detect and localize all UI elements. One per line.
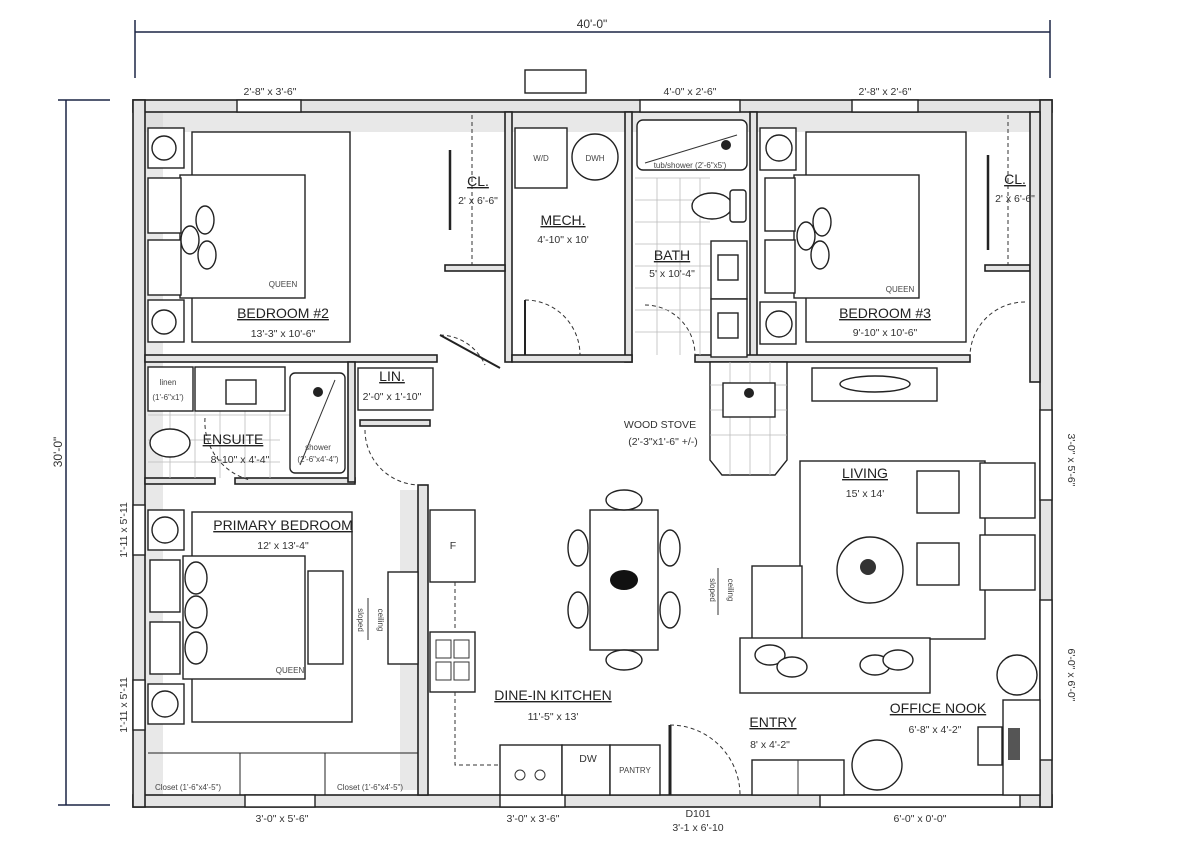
kitchen-fixtures bbox=[429, 489, 681, 796]
windows bbox=[132, 99, 1053, 808]
chimney bbox=[524, 69, 587, 94]
entry-name: ENTRY bbox=[749, 714, 797, 730]
living-size: 15' x 14' bbox=[846, 488, 884, 500]
bedroom2-bed-label: QUEEN bbox=[269, 280, 298, 289]
bedroom2-furniture bbox=[147, 127, 351, 343]
closet2-name: CL. bbox=[467, 173, 489, 189]
entry-office-furniture bbox=[751, 654, 1041, 796]
office-size: 6'-8" x 4'-2" bbox=[909, 724, 962, 736]
ensuite-size: 8'-10" x 4'-4" bbox=[211, 454, 270, 466]
window-label-left-lower: 1'-11 x 5'-11 bbox=[118, 677, 130, 733]
ensuite-linen-label: linen bbox=[160, 378, 177, 387]
linen-size: 2'-0" x 1'-10" bbox=[363, 391, 422, 403]
bath-fixtures bbox=[635, 119, 748, 358]
bedroom2-size: 13'-3" x 10'-6" bbox=[251, 328, 316, 340]
door-tag: D101 bbox=[685, 808, 710, 820]
svg-text:ceiling: ceiling bbox=[376, 609, 385, 632]
sloped-ceiling-note-1: sloped ceiling bbox=[356, 598, 385, 640]
window-label-left-upper: 1'-11 x 5'-11 bbox=[118, 502, 130, 558]
window-label-top-bath: 4'-0" x 2'-6" bbox=[664, 86, 717, 98]
dishwasher-label: DW bbox=[579, 753, 597, 765]
bedroom2-name: BEDROOM #2 bbox=[237, 305, 329, 321]
washer-dryer-label: W/D bbox=[533, 154, 549, 163]
bedroom3-bed-label: QUEEN bbox=[886, 285, 915, 294]
svg-text:sloped: sloped bbox=[708, 578, 717, 602]
primary-closet-2: Closet (1'-6"x4'-5") bbox=[337, 783, 403, 792]
primary-closet-1: Closet (1'-6"x4'-5") bbox=[155, 783, 221, 792]
svg-text:sloped: sloped bbox=[356, 608, 365, 632]
primary-bedroom-furniture bbox=[147, 509, 419, 795]
svg-text:ceiling: ceiling bbox=[726, 579, 735, 602]
front-door[interactable] bbox=[668, 724, 741, 796]
kitchen-name: DINE-IN KITCHEN bbox=[494, 687, 611, 703]
living-furniture bbox=[739, 460, 1036, 694]
window-label-bottom-primary: 3'-0" x 5'-6" bbox=[256, 813, 309, 825]
mech-size: 4'-10" x 10' bbox=[537, 234, 589, 246]
shower-size: (2'-6"x4'-4") bbox=[297, 455, 339, 464]
ensuite-fixtures bbox=[147, 366, 346, 478]
primary-name: PRIMARY BEDROOM bbox=[213, 517, 353, 533]
interior-walls bbox=[144, 111, 1041, 796]
wood-stove-size: (2'-3"x1'-6" +/-) bbox=[628, 436, 698, 448]
pantry-label: PANTRY bbox=[619, 766, 651, 775]
wood-stove-name: WOOD STOVE bbox=[624, 419, 696, 431]
shower-label: shower bbox=[305, 443, 331, 452]
overall-width-label: 40'-0" bbox=[577, 17, 608, 31]
tub-label: tub/shower (2'-6"x5') bbox=[654, 161, 727, 170]
closet3-size: 2' x 6'-6" bbox=[995, 193, 1035, 205]
overall-width-dimension: 40'-0" bbox=[134, 17, 1051, 78]
primary-size: 12' x 13'-4" bbox=[257, 540, 309, 552]
window-label-bottom-office: 6'-0" x 0'-0" bbox=[894, 813, 947, 825]
bedroom3-name: BEDROOM #3 bbox=[839, 305, 931, 321]
window-label-bottom-kitchen: 3'-0" x 3'-6" bbox=[507, 813, 560, 825]
linen-name: LIN. bbox=[379, 368, 405, 384]
bedroom3-size: 9'-10" x 10'-6" bbox=[853, 327, 918, 339]
closet3-name: CL. bbox=[1004, 171, 1026, 187]
sloped-ceiling-note-2: sloped ceiling bbox=[708, 568, 735, 615]
primary-bed-label: QUEEN bbox=[276, 666, 305, 675]
mech-name: MECH. bbox=[540, 212, 585, 228]
ensuite-linen-size: (1'-6"x1') bbox=[152, 393, 184, 402]
living-name: LIVING bbox=[842, 465, 888, 481]
door-size: 3'-1 x 6'-10 bbox=[672, 822, 723, 834]
water-heater-label: DWH bbox=[585, 154, 604, 163]
closet2-size: 2' x 6'-6" bbox=[458, 195, 498, 207]
window-label-top-bed2: 2'-8" x 3'-6" bbox=[244, 86, 297, 98]
entry-size: 8' x 4'-2" bbox=[750, 739, 790, 751]
window-label-top-bed3: 2'-8" x 2'-6" bbox=[859, 86, 912, 98]
bedroom3-furniture bbox=[759, 127, 967, 402]
wood-stove bbox=[709, 361, 788, 476]
entry-office-name: OFFICE NOOK bbox=[890, 700, 987, 716]
overall-depth-dimension: 30'-0" bbox=[51, 99, 110, 806]
bath-size: 5' x 10'-4" bbox=[649, 268, 695, 280]
window-label-right-living: 3'-0" x 5'-6" bbox=[1065, 434, 1077, 487]
fridge-label: F bbox=[450, 540, 456, 552]
ensuite-name: ENSUITE bbox=[203, 431, 264, 447]
window-label-right-office: 6'-0" x 6'-0" bbox=[1065, 649, 1077, 702]
kitchen-size: 11'-5" x 13' bbox=[528, 711, 579, 723]
overall-depth-label: 30'-0" bbox=[51, 437, 65, 468]
bath-name: BATH bbox=[654, 247, 690, 263]
interior-doors bbox=[204, 299, 1026, 486]
